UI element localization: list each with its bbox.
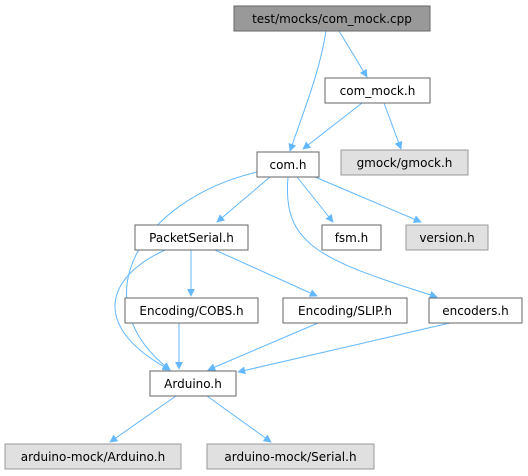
edge-arduino-h-to-arduino-mock-arduino-h (109, 395, 177, 443)
node-label: Arduino.h (164, 377, 222, 391)
edge-com-h-to-encoders-h (286, 176, 438, 299)
node-label: fsm.h (335, 231, 369, 245)
edge-packetserial-h-to-arduino-h (114, 249, 171, 371)
node-label: Encoding/SLIP.h (298, 304, 392, 318)
node-arduino-mock-arduino-h[interactable]: arduino-mock/Arduino.h (4, 443, 182, 470)
node-version-h[interactable]: version.h (405, 224, 489, 251)
node-encoders-h[interactable]: encoders.h (428, 297, 523, 324)
edge-arduino-h-to-arduino-mock-serial-h (206, 395, 272, 443)
edge-com-mock-cpp-to-com-mock-h (338, 30, 368, 78)
node-fsm-h[interactable]: fsm.h (321, 224, 382, 251)
node-label: PacketSerial.h (149, 231, 234, 245)
node-test-mocks-com-mock-cpp[interactable]: test/mocks/com_mock.cpp (233, 5, 431, 32)
nodes-layer: test/mocks/com_mock.cpp com_mock.h com.h… (4, 5, 523, 470)
edge-com-mock-h-to-com-h (302, 102, 363, 150)
edges-layer (109, 30, 451, 443)
node-gmock-gmock-h[interactable]: gmock/gmock.h (340, 149, 469, 176)
node-label: com_mock.h (340, 84, 416, 98)
node-label: Encoding/COBS.h (139, 304, 243, 318)
node-label: encoders.h (442, 304, 509, 318)
edge-com-mock-h-to-gmock-h (383, 102, 403, 150)
node-packetserial-h[interactable]: PacketSerial.h (134, 224, 249, 251)
edge-com-mock-cpp-to-com-h (288, 30, 327, 152)
node-label: arduino-mock/Arduino.h (21, 450, 165, 464)
node-label: gmock/gmock.h (357, 156, 453, 170)
node-arduino-h[interactable]: Arduino.h (149, 370, 237, 397)
node-encoding-cobs-h[interactable]: Encoding/COBS.h (124, 297, 259, 324)
edge-encoders-h-to-arduino-h (237, 322, 451, 375)
edge-com-h-to-arduino-h (126, 171, 258, 371)
edge-packetserial-h-to-encoding-slip-h (214, 249, 318, 297)
edge-encoding-slip-h-to-arduino-h (207, 322, 319, 371)
node-label: com.h (269, 158, 306, 172)
edge-com-h-to-packetserial-h (216, 176, 271, 223)
node-arduino-mock-serial-h[interactable]: arduino-mock/Serial.h (206, 443, 375, 470)
node-label: arduino-mock/Serial.h (224, 450, 356, 464)
edge-com-h-to-version-h (314, 176, 422, 223)
node-encoding-slip-h[interactable]: Encoding/SLIP.h (282, 297, 408, 324)
node-label: test/mocks/com_mock.cpp (252, 12, 412, 26)
node-label: version.h (419, 231, 474, 245)
edge-com-h-to-fsm-h (296, 176, 334, 223)
node-com-h[interactable]: com.h (256, 151, 320, 178)
node-com-mock-h[interactable]: com_mock.h (324, 77, 431, 104)
